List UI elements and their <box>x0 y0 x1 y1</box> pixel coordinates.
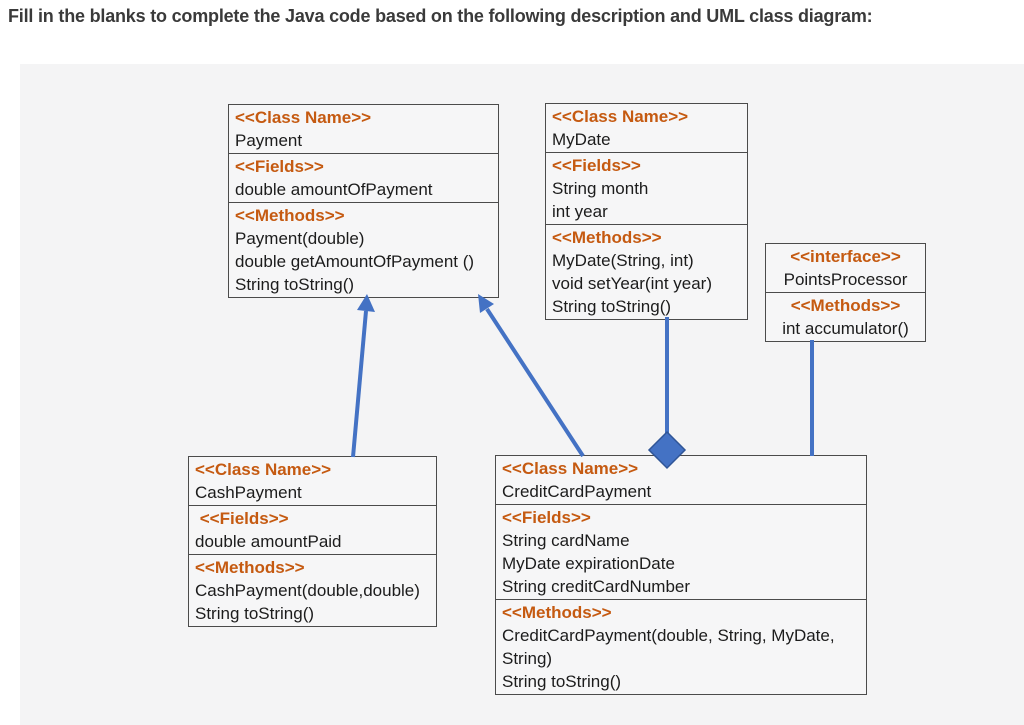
compartment-fields: <<Fields>> String cardName MyDate expira… <box>496 504 866 599</box>
stereotype-label: <<Class Name>> <box>195 460 332 479</box>
compartment-classname: <<Class Name>> MyDate <box>546 104 747 152</box>
fields-label: <<Fields>> <box>552 156 641 175</box>
stereotype-label: <<interface>> <box>790 247 901 266</box>
stereotype-label: <<Class Name>> <box>502 459 639 478</box>
method: double getAmountOfPayment () <box>235 252 475 271</box>
fields-label: <<Fields>> <box>502 508 591 527</box>
compartment-methods: <<Methods>> MyDate(String, int) void set… <box>546 224 747 319</box>
compartment-fields: <<Fields>> double amountOfPayment <box>229 153 498 202</box>
class-box-mydate: <<Class Name>> MyDate <<Fields>> String … <box>545 103 748 320</box>
class-name: CashPayment <box>195 483 302 502</box>
methods-label: <<Methods>> <box>195 558 305 577</box>
field: double amountOfPayment <box>235 180 433 199</box>
field: String cardName <box>502 531 630 550</box>
compartment-classname: <<Class Name>> CashPayment <box>189 457 436 505</box>
stereotype-label: <<Class Name>> <box>552 107 689 126</box>
method: int accumulator() <box>782 319 909 338</box>
field: double amountPaid <box>195 532 342 551</box>
class-name: MyDate <box>552 130 611 149</box>
methods-label: <<Methods>> <box>552 228 662 247</box>
methods-label: <<Methods>> <box>790 296 901 315</box>
fields-label: <<Fields>> <box>235 157 324 176</box>
compartment-fields: <<Fields>> String month int year <box>546 152 747 224</box>
fields-label: <<Fields>> <box>195 509 289 528</box>
field: String month <box>552 179 649 198</box>
class-name: CreditCardPayment <box>502 482 652 501</box>
compartment-classname: <<interface>> PointsProcessor <box>766 244 925 292</box>
method: CashPayment(double,double) <box>195 581 420 600</box>
method: void setYear(int year) <box>552 274 713 293</box>
method: String toString() <box>235 275 355 294</box>
compartment-methods: <<Methods>> int accumulator() <box>766 292 925 341</box>
field: MyDate expirationDate <box>502 554 675 573</box>
method: Payment(double) <box>235 229 365 248</box>
methods-label: <<Methods>> <box>502 603 612 622</box>
field: int year <box>552 202 608 221</box>
compartment-classname: <<Class Name>> CreditCardPayment <box>496 456 866 504</box>
compartment-classname: <<Class Name>> Payment <box>229 105 498 153</box>
class-name: Payment <box>235 131 303 150</box>
class-box-creditcardpayment: <<Class Name>> CreditCardPayment <<Field… <box>495 455 867 695</box>
page-title: Fill in the blanks to complete the Java … <box>8 6 873 26</box>
method: String toString() <box>552 297 672 316</box>
method: CreditCardPayment(double, String, MyDate… <box>502 626 840 668</box>
interface-name: PointsProcessor <box>783 270 908 289</box>
compartment-methods: <<Methods>> CashPayment(double,double) S… <box>189 554 436 626</box>
field: String creditCardNumber <box>502 577 691 596</box>
stereotype-label: <<Class Name>> <box>235 108 372 127</box>
compartment-methods: <<Methods>> CreditCardPayment(double, St… <box>496 599 866 694</box>
method: MyDate(String, int) <box>552 251 694 270</box>
interface-box-pointsprocessor: <<interface>> PointsProcessor <<Methods>… <box>765 243 926 342</box>
compartment-methods: <<Methods>> Payment(double) double getAm… <box>229 202 498 297</box>
class-box-payment: <<Class Name>> Payment <<Fields>> double… <box>228 104 499 298</box>
compartment-fields: <<Fields>> double amountPaid <box>189 505 436 554</box>
methods-label: <<Methods>> <box>235 206 345 225</box>
class-box-cashpayment: <<Class Name>> CashPayment <<Fields>> do… <box>188 456 437 627</box>
method: String toString() <box>195 604 315 623</box>
method: String toString() <box>502 672 622 691</box>
